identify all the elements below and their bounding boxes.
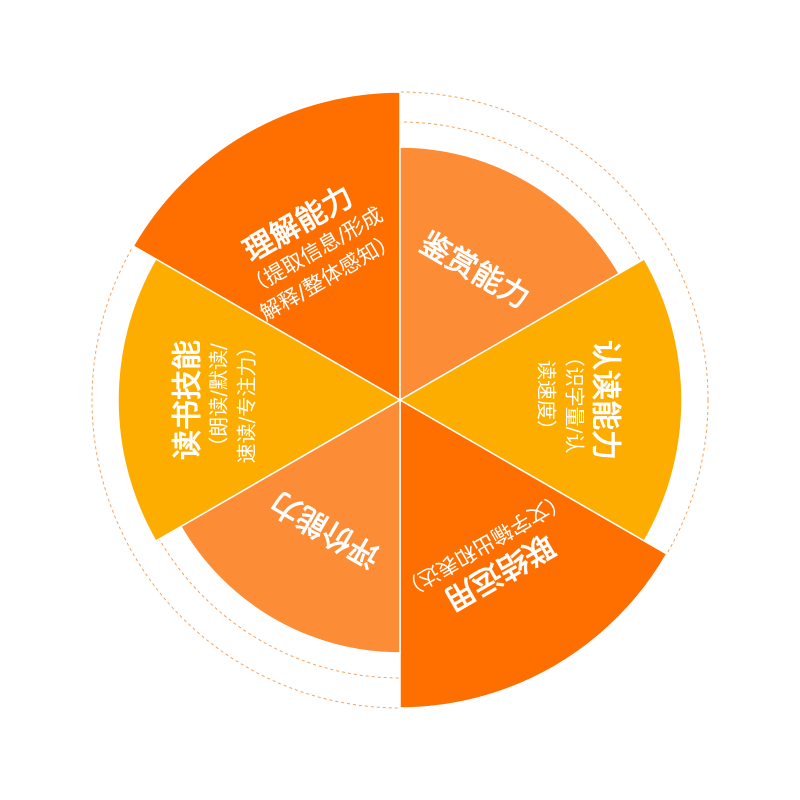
outer-dashed-ring — [91, 91, 709, 709]
wheel-segments — [117, 91, 683, 709]
segment-evaluation — [179, 398, 401, 654]
segment-subtitle-literacy-1: 读速度） — [535, 360, 559, 440]
label-reading_skills: 读书技能（朗读/默读/速读/专注力） — [171, 337, 259, 464]
segment-title-reading_skills: 读书技能 — [171, 340, 206, 460]
segment-understanding — [132, 91, 401, 402]
segment-subtitle-literacy-0: （识字量/认 — [563, 347, 587, 454]
segment-appreciation — [399, 146, 621, 402]
segment-reading_skills — [117, 257, 402, 543]
segment-application — [399, 398, 668, 709]
segment-literacy — [398, 257, 683, 543]
segment-subtitle-reading_skills-1: 速读/专注力） — [235, 337, 259, 464]
segment-title-literacy: 认读能力 — [588, 340, 623, 460]
segment-subtitle-reading_skills-0: （朗读/默读/ — [207, 343, 231, 457]
